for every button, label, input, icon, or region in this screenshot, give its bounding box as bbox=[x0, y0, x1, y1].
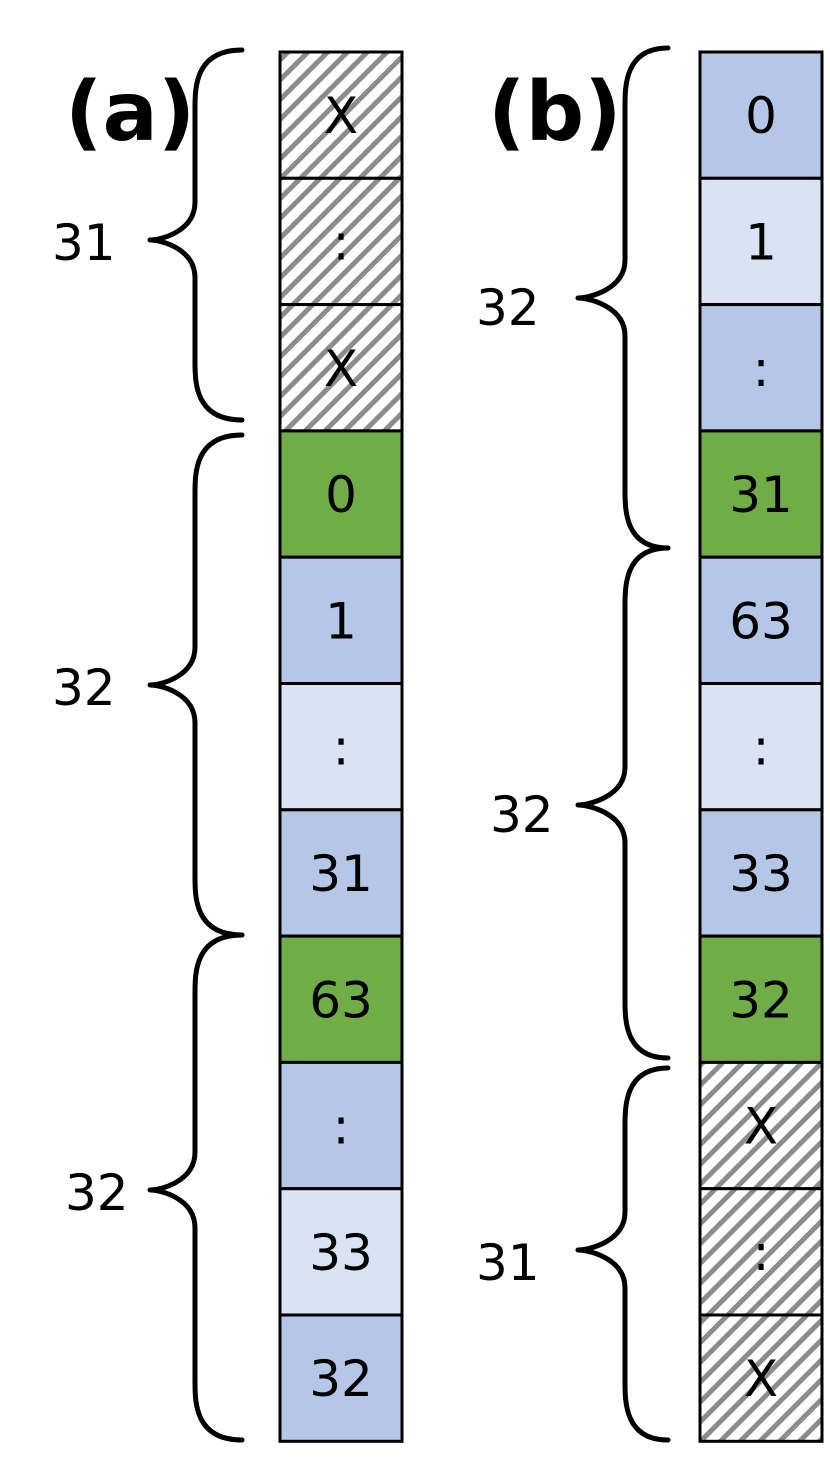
panel-a-cell-0 bbox=[278, 50, 404, 180]
panel-a-brace-2-count: 32 bbox=[65, 1164, 129, 1222]
panel-b-cell-10-label: X bbox=[744, 1350, 778, 1408]
panel-a-cell-4-label: 1 bbox=[325, 592, 357, 650]
panel-b-cell-8-label: X bbox=[744, 1098, 778, 1156]
panel-b-cell-0 bbox=[698, 50, 824, 180]
panel-a-brace-2 bbox=[147, 932, 245, 1443]
panel-b-cell-9-label: : bbox=[753, 1224, 770, 1282]
panel-a-cell-8-label: : bbox=[333, 1098, 350, 1156]
panel-b-cell-0-label: 0 bbox=[745, 87, 777, 145]
panel-a-brace-1-count: 32 bbox=[52, 659, 116, 717]
panel-b-cell-6-label: 33 bbox=[729, 845, 793, 903]
panel-b-cell-2 bbox=[698, 303, 824, 433]
panel-a-brace-1 bbox=[147, 432, 245, 938]
panel-b-brace-2 bbox=[575, 1065, 671, 1443]
panel-b-brace-0 bbox=[575, 45, 671, 551]
panel-b-brace-0-count: 32 bbox=[476, 279, 540, 337]
panel-b-cell-1 bbox=[698, 176, 824, 307]
panel-a-cell-3-label: 0 bbox=[325, 466, 357, 524]
panel-a-cell-7 bbox=[278, 934, 404, 1064]
panel-b-cell-3 bbox=[698, 429, 824, 559]
panel-a-cell-10-label: 32 bbox=[309, 1350, 373, 1408]
panel-b-brace-1 bbox=[575, 545, 671, 1061]
panel-a-brace-0-count: 31 bbox=[52, 214, 116, 272]
panel-a-cell-1 bbox=[278, 176, 404, 307]
panel-b-cell-2-label: : bbox=[753, 340, 770, 398]
panel-b-label: (b) bbox=[488, 65, 622, 160]
panel-b-cell-7-label: 32 bbox=[729, 971, 793, 1029]
panel-a-brace-0 bbox=[147, 47, 245, 423]
panel-a-cell-6-label: 31 bbox=[309, 845, 373, 903]
panel-b-brace-1-count: 32 bbox=[490, 786, 554, 844]
panel-a-label: (a) bbox=[65, 65, 195, 160]
panel-b-cell-5-label: : bbox=[753, 719, 770, 777]
panel-b-brace-2-count: 31 bbox=[476, 1234, 540, 1292]
panel-a-cell-10 bbox=[278, 1313, 404, 1443]
panel-a-cell-5 bbox=[278, 682, 404, 812]
panel-b-cell-6 bbox=[698, 808, 824, 938]
panel-b-cell-4-label: 63 bbox=[729, 592, 793, 650]
panel-b-cell-10 bbox=[698, 1313, 824, 1443]
panel-b-cell-3-label: 31 bbox=[729, 466, 793, 524]
panel-a-cell-7-label: 63 bbox=[309, 971, 373, 1029]
panel-a-cell-1-label: : bbox=[333, 213, 350, 271]
panel-a-cell-2-label: X bbox=[324, 340, 358, 398]
panel-b-cell-7 bbox=[698, 934, 824, 1064]
panel-a-cell-3 bbox=[278, 429, 404, 559]
panel-a-cell-0-label: X bbox=[324, 87, 358, 145]
panel-b-cell-1-label: 1 bbox=[745, 213, 777, 271]
panel-a-cell-9-label: 33 bbox=[309, 1224, 373, 1282]
panel-b: (b) 0 1: 31 63: 33 32X: X 32 32 31 bbox=[476, 45, 824, 1443]
panel-a-cell-9 bbox=[278, 1187, 404, 1317]
panel-a: (a) X: X 0 1: 31 63: 33 32 31 32 32 bbox=[52, 47, 404, 1443]
panel-a-cell-5-label: : bbox=[333, 719, 350, 777]
